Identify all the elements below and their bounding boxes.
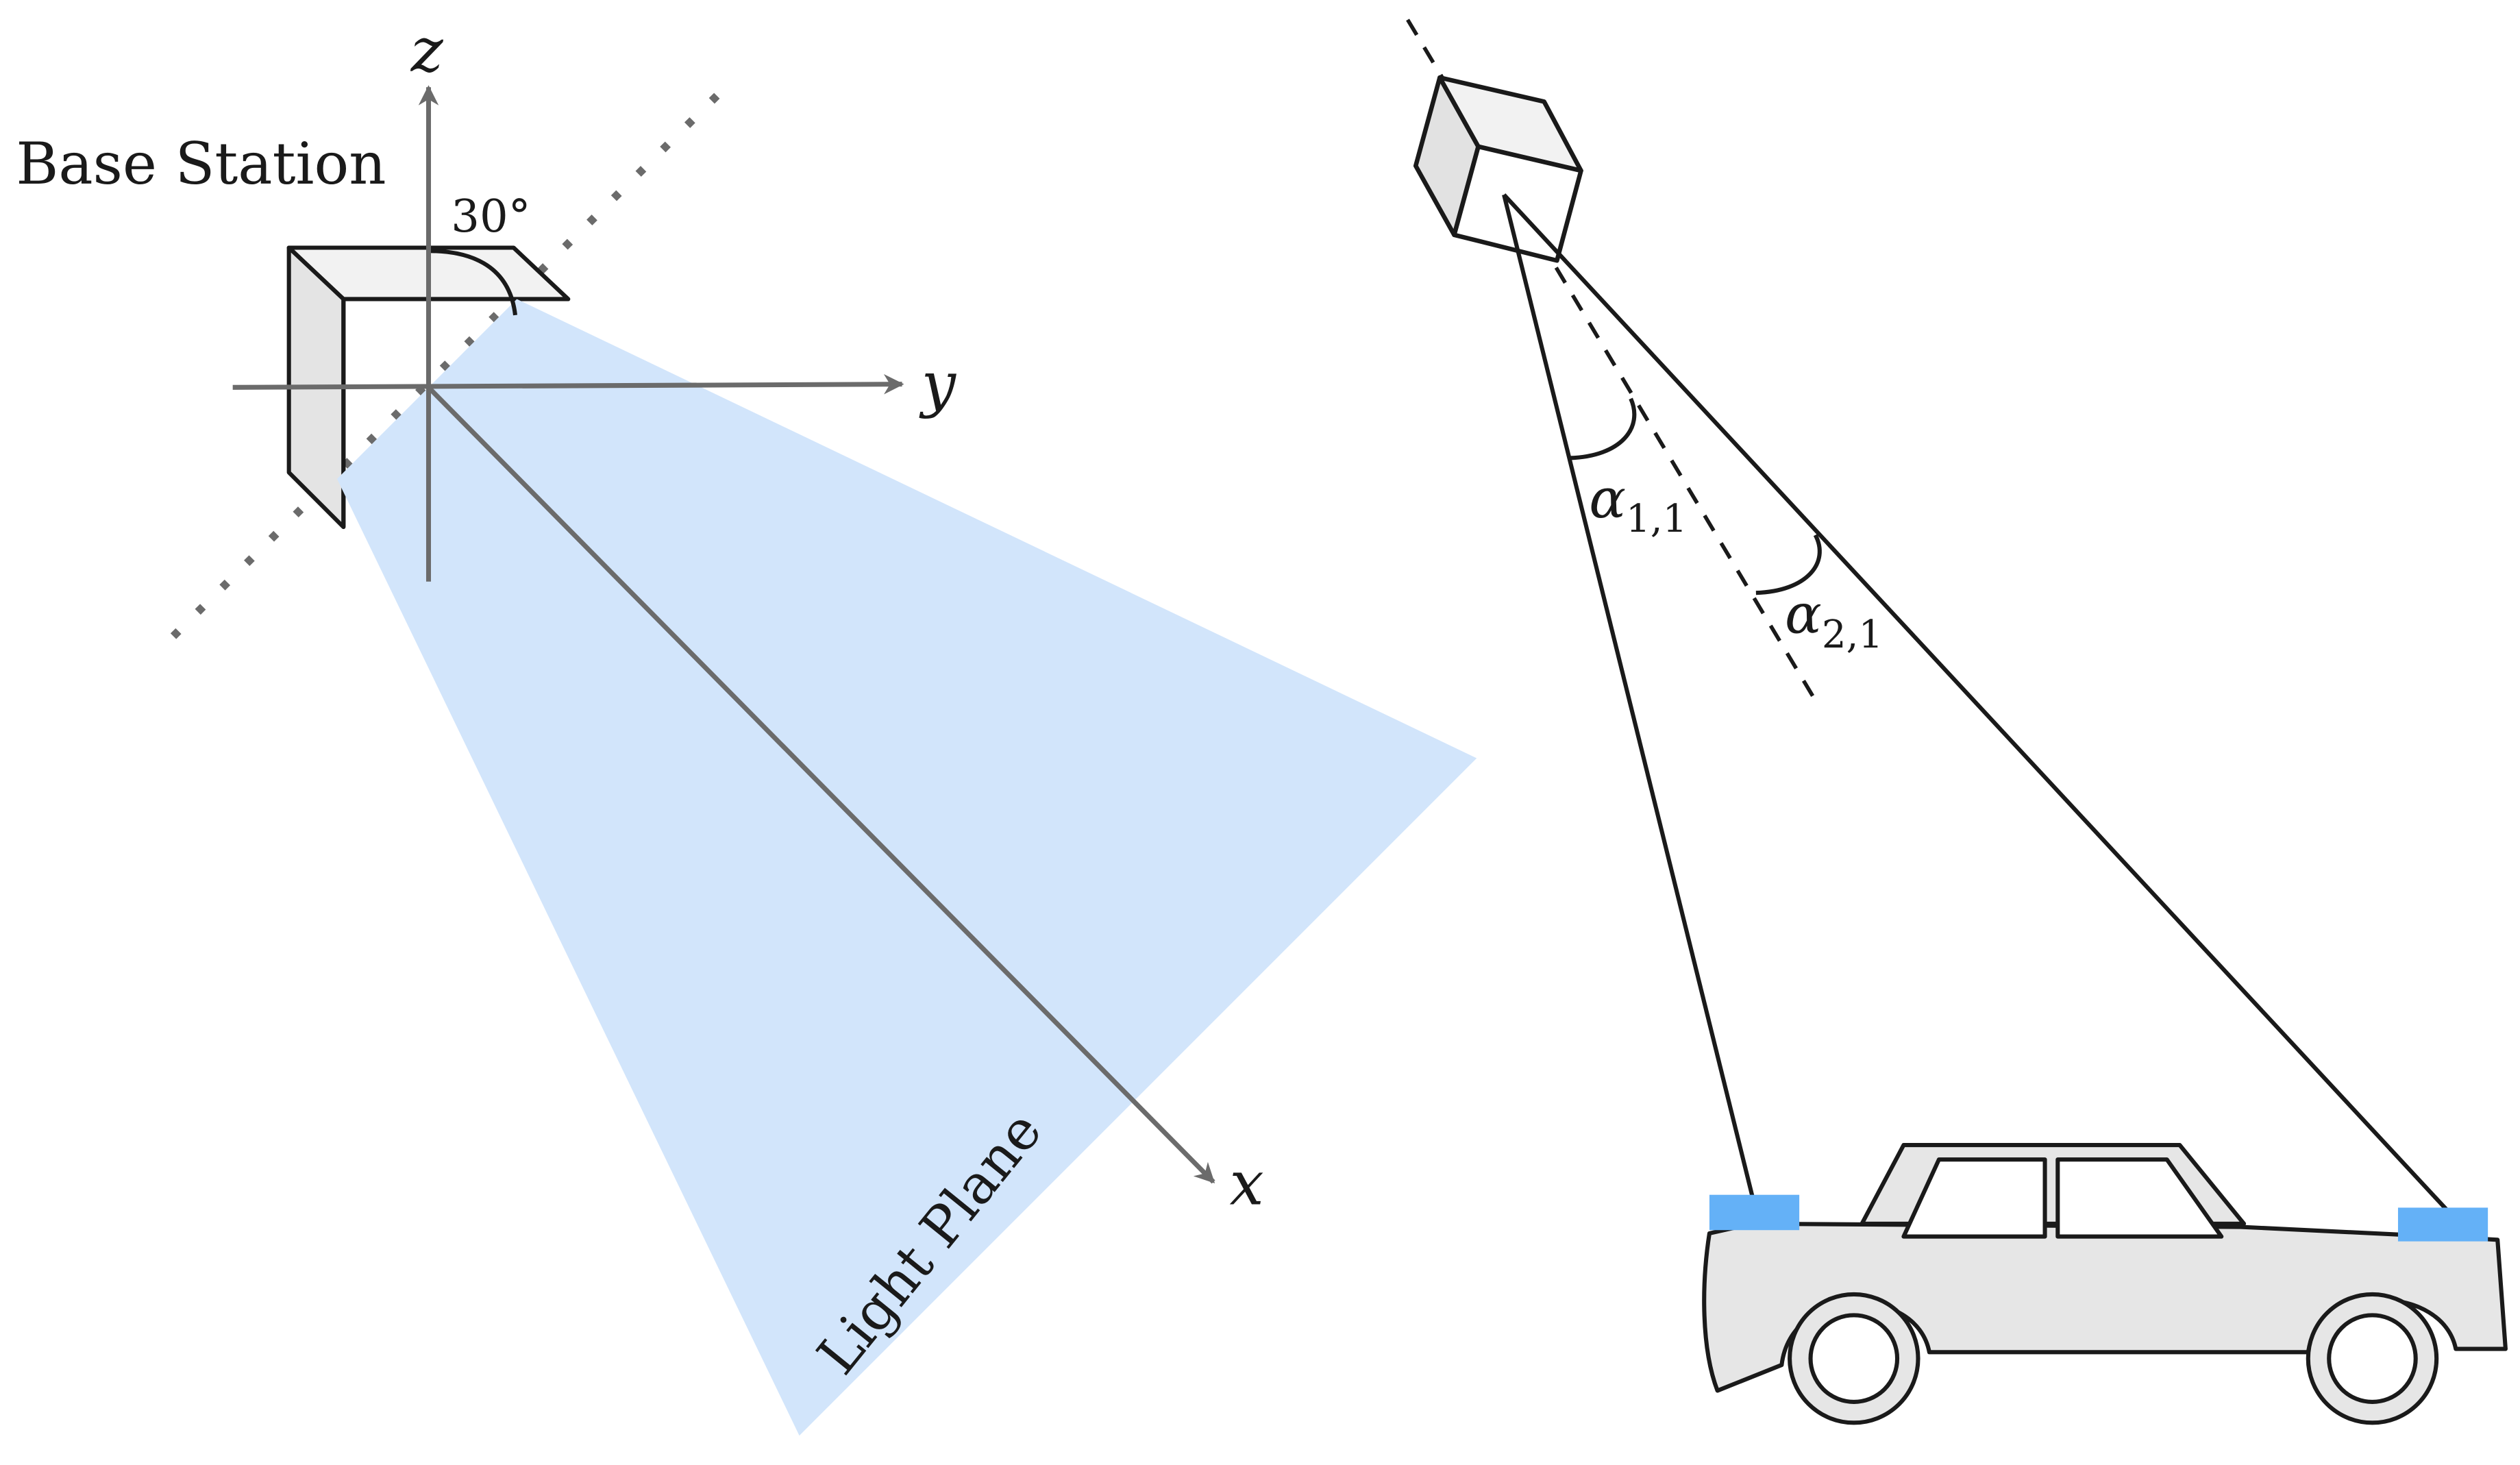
angle-label: 30° <box>451 190 530 243</box>
x-axis <box>426 385 1215 1184</box>
car-wheel-front <box>1788 1292 1920 1425</box>
beam-line-1 <box>1502 194 1755 1199</box>
sensor-front <box>1709 1194 1800 1231</box>
base-station-label: Base Station <box>16 130 386 197</box>
alpha-2-1-label: α2,1 <box>1785 582 1883 657</box>
beam-line-2 <box>1502 193 2449 1213</box>
y-axis <box>232 374 904 395</box>
car-wheel-rear <box>2306 1292 2439 1425</box>
y-axis-label: y <box>919 348 957 419</box>
sensor-rear <box>2397 1207 2488 1242</box>
base-station-cube-icon <box>1413 75 1583 263</box>
car-window-front <box>1901 1157 2047 1239</box>
car-window-rear <box>2055 1157 2224 1239</box>
car-icon <box>1702 1143 2508 1425</box>
base-station-box-icon <box>286 245 571 530</box>
cube-front-face <box>1452 144 1583 263</box>
right-panel: α1,1 α2,1 <box>1406 19 2508 1425</box>
angle-arc-alpha-2-1 <box>1755 534 1822 595</box>
left-panel: Base Station 30° z y x Light Plane <box>16 14 1477 1436</box>
z-axis-label: z <box>410 14 444 86</box>
angle-arc-30 <box>428 249 518 316</box>
alpha-1-1-label: α1,1 <box>1589 467 1687 541</box>
angle-arc-alpha-1-1 <box>1570 397 1637 460</box>
x-axis-label: x <box>1229 1148 1263 1219</box>
